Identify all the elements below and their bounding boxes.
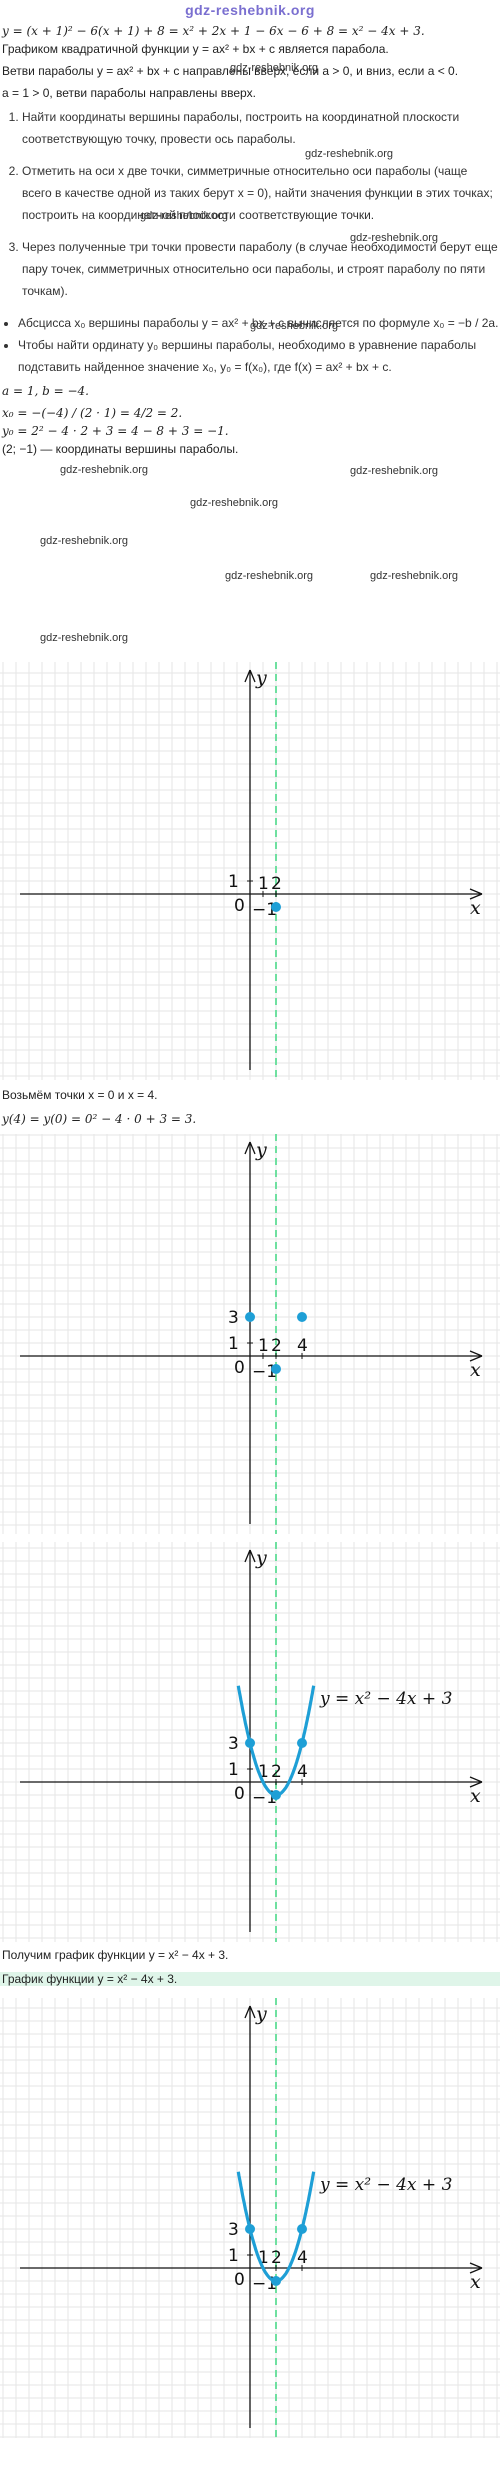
watermark: gdz-reshebnik.org (190, 497, 279, 509)
intro-paragraph-3: a = 1 > 0, ветви параболы направлены вве… (2, 86, 256, 100)
tick-label-x1: 1 (258, 1762, 269, 1782)
y-axis-arrow (244, 1141, 256, 1155)
tick-label-x1: 1 (258, 2248, 269, 2268)
data-point (297, 1738, 307, 1748)
y-axis-label: y (255, 1547, 267, 1569)
data-point (271, 1790, 281, 1800)
tick-label-x1: 1 (258, 1336, 269, 1356)
coefficients: a = 1, b = −4. (2, 384, 89, 398)
step-item: Через полученные три точки провести пара… (22, 236, 500, 302)
x-axis-label: x (470, 897, 481, 919)
tick-label-x4: 4 (297, 1762, 308, 1782)
watermark: gdz-reshebnik.org (350, 465, 439, 477)
tick-label-x4: 4 (297, 1336, 308, 1356)
step-item: Найти координаты вершины параболы, постр… (22, 106, 500, 150)
watermark: gdz-reshebnik.org (350, 232, 439, 244)
bullet-item: Абсцисса x₀ вершины параболы y = ax² + b… (18, 312, 500, 334)
x-axis-label: x (470, 1359, 481, 1381)
y-axis-label: y (255, 2003, 267, 2025)
y-axis-arrow (244, 1549, 256, 1563)
final-title: График функции y = x² − 4x + 3. (0, 1972, 500, 1986)
expanded-equation: y = (x + 1)² − 6(x + 1) + 8 = x² + 2x + … (2, 24, 425, 38)
y-axis-arrow (244, 2005, 256, 2019)
watermark: gdz-reshebnik.org (370, 570, 459, 582)
tick-label-x1: 1 (258, 874, 269, 894)
formula-bullets: Абсцисса x₀ вершины параболы y = ax² + b… (0, 312, 500, 378)
step-item: Отметить на оси x две точки, симметричны… (22, 160, 500, 226)
tick-label-zero: 0 (234, 896, 245, 916)
y-axis-label: y (255, 667, 267, 689)
points-statement: Возьмём точки x = 0 и x = 4. (2, 1088, 158, 1102)
x-axis-arrow (469, 1350, 483, 1362)
data-point (245, 1312, 255, 1322)
watermark: gdz-reshebnik.org (230, 62, 319, 74)
y-axis-label: y (255, 1139, 267, 1161)
intro-paragraph-2: Ветви параболы y = ax² + bx + c направле… (2, 64, 459, 78)
tick-label-y1: 1 (228, 2246, 239, 2266)
tick-label-y1: 1 (228, 1334, 239, 1354)
data-point (271, 2276, 281, 2286)
x0-calculation: x₀ = −(−4) / (2 · 1) = 4/2 = 2. (2, 406, 183, 420)
algorithm-steps: Найти координаты вершины параболы, постр… (0, 106, 500, 302)
tick-label-x2: 2 (271, 1336, 282, 1356)
data-point (245, 2224, 255, 2234)
tick-label-ym1: −1 (252, 900, 277, 920)
tick-label-y1: 1 (228, 872, 239, 892)
tick-label-x2: 2 (271, 874, 282, 894)
watermark: gdz-reshebnik.org (250, 320, 339, 332)
tick-label-x2: 2 (271, 1762, 282, 1782)
curve-label: y = x² − 4x + 3 (319, 2175, 452, 2195)
tick-label-x4: 4 (297, 2248, 308, 2268)
intro-paragraph-1: Графиком квадратичной функции y = ax² + … (2, 42, 389, 56)
tick-label-y1: 1 (228, 1760, 239, 1780)
site-logo[interactable]: gdz-reshebnik.org (185, 2, 315, 18)
watermark: gdz-reshebnik.org (40, 632, 129, 644)
data-point (271, 902, 281, 912)
tick-label-zero: 0 (234, 1358, 245, 1378)
data-point (297, 2224, 307, 2234)
solution-text: y = (x + 1)² − 6(x + 1) + 8 = x² + 2x + … (0, 22, 500, 458)
watermark: gdz-reshebnik.org (225, 570, 314, 582)
x-axis-label: x (470, 1785, 481, 1807)
data-point (297, 1312, 307, 1322)
tick-label-zero: 0 (234, 2270, 245, 2290)
curve-label: y = x² − 4x + 3 (319, 1689, 452, 1709)
x-axis-arrow (469, 888, 483, 900)
tick-label-ym1: −1 (252, 1362, 277, 1382)
watermark: gdz-reshebnik.org (305, 148, 394, 160)
tick-label-y3: 3 (228, 1308, 239, 1328)
bullet-item: Чтобы найти ординату y₀ вершины параболы… (18, 334, 500, 378)
tick-label-x2: 2 (271, 2248, 282, 2268)
y-axis-arrow (244, 669, 256, 683)
tick-label-zero: 0 (234, 1784, 245, 1804)
watermark: gdz-reshebnik.org (140, 210, 229, 222)
watermark: gdz-reshebnik.org (60, 464, 149, 476)
x-axis-arrow (469, 2262, 483, 2274)
points-values: y(4) = y(0) = 0² − 4 · 0 + 3 = 3. (2, 1112, 197, 1126)
vertex-statement: (2; −1) — координаты вершины параболы. (2, 442, 239, 456)
result-statement: Получим график функции y = x² − 4x + 3. (2, 1948, 229, 1962)
tick-label-y3: 3 (228, 2220, 239, 2240)
data-point (245, 1738, 255, 1748)
x-axis-arrow (469, 1776, 483, 1788)
watermark: gdz-reshebnik.org (40, 535, 129, 547)
x-axis-label: x (470, 2271, 481, 2293)
y0-calculation: y₀ = 2² − 4 · 2 + 3 = 4 − 8 + 3 = −1. (2, 424, 229, 438)
data-point (271, 1364, 281, 1374)
tick-label-y3: 3 (228, 1734, 239, 1754)
